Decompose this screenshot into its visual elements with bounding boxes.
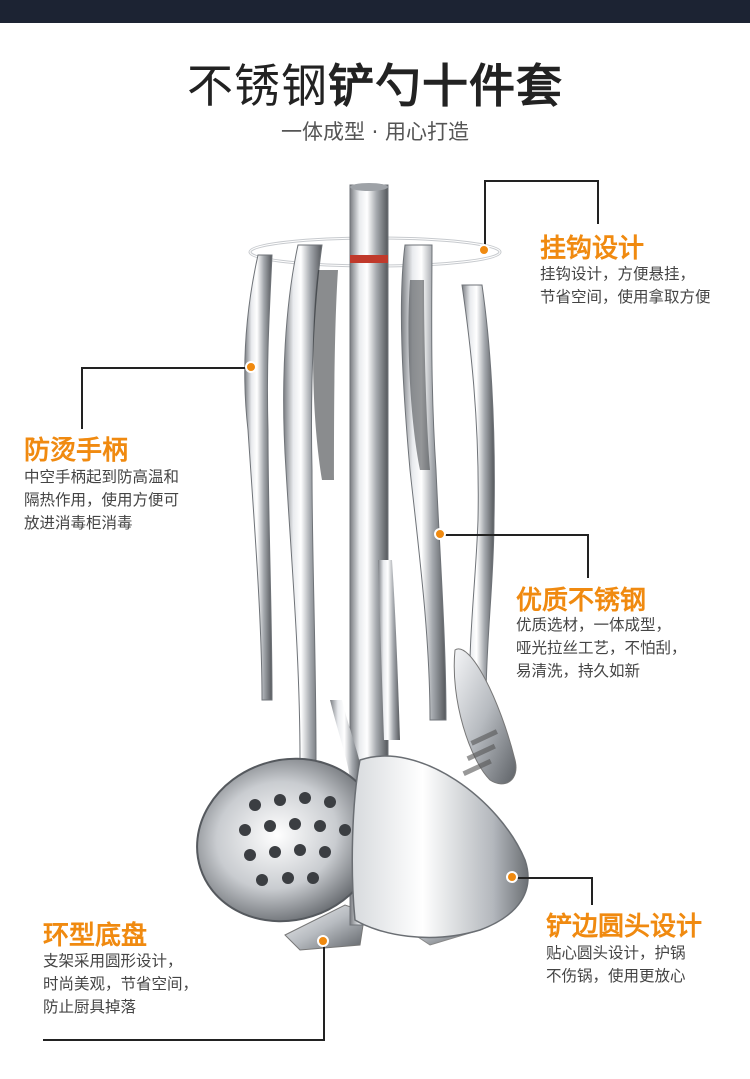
- hook-callout-line-h: [484, 180, 598, 182]
- hook-callout-text: 挂钩设计，方便悬挂， 节省空间，使用拿取方便: [540, 263, 711, 309]
- hook-callout-line-v: [484, 180, 486, 246]
- edge-callout-dot: [506, 871, 518, 883]
- handle-callout-line-3: 放进消毒柜消毒: [24, 514, 133, 532]
- base-callout-title: 环型底盘: [43, 921, 148, 951]
- hook-callout-line-1: 挂钩设计，方便悬挂，: [540, 265, 696, 283]
- base-callout-line-3: 防止厨具掉落: [43, 998, 137, 1016]
- edge-callout-line-v: [591, 877, 593, 905]
- steel-callout-title: 优质不锈钢: [516, 586, 647, 616]
- hook-callout-line-v2: [597, 180, 599, 224]
- title-bold: 铲勺十件套: [328, 59, 563, 113]
- hook-callout-title: 挂钩设计: [540, 234, 645, 264]
- handle-callout-line-v: [81, 367, 83, 429]
- edge-callout-text: 贴心圆头设计，护锅 不伤锅，使用更放心: [546, 942, 686, 988]
- hook-callout-dot: [478, 244, 490, 256]
- title-thin: 不锈钢: [187, 59, 328, 113]
- handle-callout-line-2: 隔热作用，使用方便可: [24, 491, 180, 509]
- edge-callout-line-1: 贴心圆头设计，护锅: [546, 944, 686, 962]
- steel-callout-line-v: [587, 534, 589, 578]
- handle-callout-line-1: 中空手柄起到防高温和: [24, 468, 180, 486]
- edge-callout-line-2: 不伤锅，使用更放心: [546, 967, 686, 985]
- steel-callout-text: 优质选材，一体成型， 哑光拉丝工艺，不怕刮， 易清洗，持久如新: [516, 614, 687, 683]
- base-callout-line-1: 支架采用圆形设计，: [43, 952, 183, 970]
- edge-callout-line-h: [512, 877, 592, 879]
- steel-callout-dot: [434, 528, 446, 540]
- base-callout-line-h: [43, 1039, 325, 1041]
- page-title: 不锈钢铲勺十件套: [0, 50, 750, 116]
- steel-callout-line-3: 易清洗，持久如新: [516, 662, 641, 680]
- base-callout-text: 支架采用圆形设计， 时尚美观，节省空间， 防止厨具掉落: [43, 950, 198, 1019]
- handle-callout-line-h: [81, 367, 251, 369]
- base-callout-line-2: 时尚美观，节省空间，: [43, 975, 199, 993]
- top-bar: [0, 0, 750, 23]
- steel-callout-line-1: 优质选材，一体成型，: [516, 616, 672, 634]
- hook-callout-line-2: 节省空间，使用拿取方便: [540, 288, 711, 306]
- edge-callout-title: 铲边圆头设计: [546, 912, 703, 942]
- handle-callout-text: 中空手柄起到防高温和 隔热作用，使用方便可 放进消毒柜消毒: [24, 466, 179, 535]
- base-callout-dot: [317, 935, 329, 947]
- base-callout-line-v: [323, 944, 325, 1040]
- page-subtitle: 一体成型 · 用心打造: [280, 120, 470, 144]
- handle-callout-title: 防烫手柄: [24, 436, 129, 466]
- steel-callout-line-h: [440, 534, 588, 536]
- steel-callout-line-2: 哑光拉丝工艺，不怕刮，: [516, 639, 687, 657]
- handle-callout-dot: [245, 361, 257, 373]
